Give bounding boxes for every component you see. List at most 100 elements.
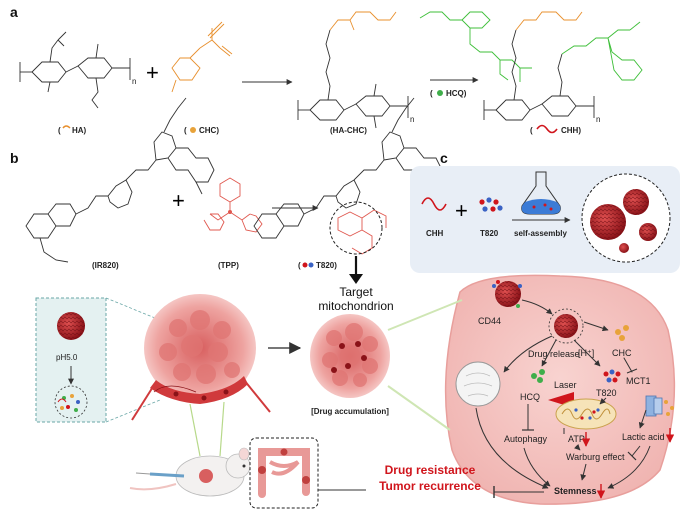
arrow-t820-to-mito (599, 397, 607, 405)
stemness-text: Stemness (554, 486, 597, 496)
chc-structure (171, 21, 233, 93)
ha-swatch-icon (62, 125, 71, 129)
panel-b: (IR820) + (TPP) ( (25, 97, 443, 313)
cd44-text: CD44 (478, 316, 501, 326)
vessel-branch-2 (243, 379, 271, 413)
arrow-chc-to-mct1 (623, 357, 633, 373)
chc-label: ( CHC) (184, 126, 219, 135)
hcq-text: HCQ (520, 392, 540, 402)
lysosome-to-stemness (475, 407, 549, 489)
lactic-to-stemness (607, 445, 651, 489)
p-atom-dot (228, 210, 232, 214)
t820-text: T820 (480, 229, 499, 238)
vessel-particles (173, 389, 229, 401)
ha-chc-structure: n (297, 11, 414, 129)
chh-label: ( CHH) (530, 124, 581, 135)
arrow-to-hcq (541, 339, 557, 367)
assembled-nanoparticles (590, 189, 657, 253)
atp-to-warburg (574, 444, 581, 451)
svg-text:CHH): CHH) (561, 126, 581, 135)
ir820-structure (25, 97, 215, 263)
mct1-transporter-icon (645, 395, 674, 417)
hcq-structure (419, 11, 532, 82)
chc-text: CHC (612, 348, 632, 358)
svg-text:HCQ): HCQ) (446, 89, 467, 98)
mitochondrion-icon (555, 398, 617, 430)
plus-c: + (455, 198, 468, 223)
panel-c: CHH + T820 self-assembly (410, 166, 680, 273)
chh-swatch-icon (536, 124, 558, 134)
chc-dot-icon (190, 127, 196, 133)
plus-b: + (172, 188, 185, 213)
chh-text: CHH (426, 229, 444, 238)
t820-cell-text: T820 (596, 388, 617, 398)
blood-vessel (150, 376, 248, 404)
target-line1: Target (339, 285, 373, 299)
hcq-label: ( HCQ) (430, 89, 467, 98)
zoom-line-top (105, 297, 161, 321)
mouse-icon (129, 447, 251, 497)
svg-text:CHC): CHC) (199, 126, 219, 135)
chh-icon (421, 197, 447, 211)
h-plus-text: [H⁺] (578, 348, 594, 358)
chh-n: n (596, 115, 600, 124)
warburg-text: Warburg effect (566, 452, 625, 462)
autophagy-text: Autophagy (504, 434, 548, 444)
arrow-mct1-to-lactic (638, 409, 647, 429)
target-circle (329, 201, 383, 255)
arrow-cd44 (521, 299, 553, 315)
tumor-cells (159, 310, 240, 384)
drug-accumulation-text: [Drug accumulation] (311, 407, 389, 416)
mouse-guide-left (189, 403, 201, 457)
accumulated-nanoparticles (331, 341, 367, 373)
atp-text: ATP (568, 434, 585, 444)
svg-text:(: ( (184, 126, 187, 135)
vessel-branch-1 (131, 381, 157, 421)
cell-guide-bottom (387, 385, 451, 431)
ir820-label: (IR820) (92, 261, 119, 270)
t820-dots-icon (603, 369, 621, 383)
t820-icon (479, 197, 503, 212)
hcq-dots-icon (531, 369, 545, 383)
arrow-to-lysosome (503, 335, 553, 373)
drug-release-text: Drug release (528, 349, 580, 359)
ph-text: pH5.0 (56, 353, 78, 362)
warburg-to-stemness (580, 463, 587, 481)
svg-text:(: ( (58, 126, 61, 135)
panel-letter-b: b (10, 150, 19, 166)
svg-text:HA): HA) (72, 126, 87, 135)
flask-icon (521, 171, 561, 215)
hcq-dot-icon (437, 90, 443, 96)
t820-label: ( T820) (298, 261, 337, 270)
svg-text:(: ( (298, 261, 301, 270)
cell-diagram: CD44 Drug release [H⁺] CHC HCQ Laser (387, 274, 676, 505)
ha-label: ( HA) (58, 125, 87, 135)
tpp-label: (TPP) (218, 261, 239, 270)
svg-text:(: ( (530, 126, 533, 135)
intestine-icon (258, 448, 310, 498)
panel-letter-a: a (10, 4, 18, 20)
resistance-line2: Tumor recurrence (379, 479, 481, 493)
svg-text:(: ( (430, 89, 433, 98)
ha-chc-n: n (410, 115, 414, 124)
chh-structure: n (483, 11, 643, 124)
panel-a: n + n (19, 11, 643, 135)
t820-dot-blue-icon (308, 262, 314, 268)
lysosome-icon (455, 361, 501, 407)
target-line2: mitochondrion (318, 299, 393, 313)
mouse-guide-right (219, 401, 225, 457)
arrow-to-chc (583, 321, 609, 332)
accumulation-cells (322, 323, 378, 387)
laser-text: Laser (554, 380, 577, 390)
mct1-text: MCT1 (626, 376, 651, 386)
panel-letter-c: c (440, 150, 448, 166)
svg-text:T820): T820) (316, 261, 337, 270)
lower-left: pH5.0 (35, 294, 390, 509)
inhibit-mct1 (626, 368, 638, 374)
lactic-inhibit-warburg (631, 445, 641, 457)
ha-structure: n (19, 31, 136, 109)
ha-n: n (132, 77, 136, 86)
arrow-target-head (349, 274, 363, 284)
ha-chc-label: (HA-CHC) (330, 126, 367, 135)
resistance-line1: Drug resistance (385, 463, 476, 477)
